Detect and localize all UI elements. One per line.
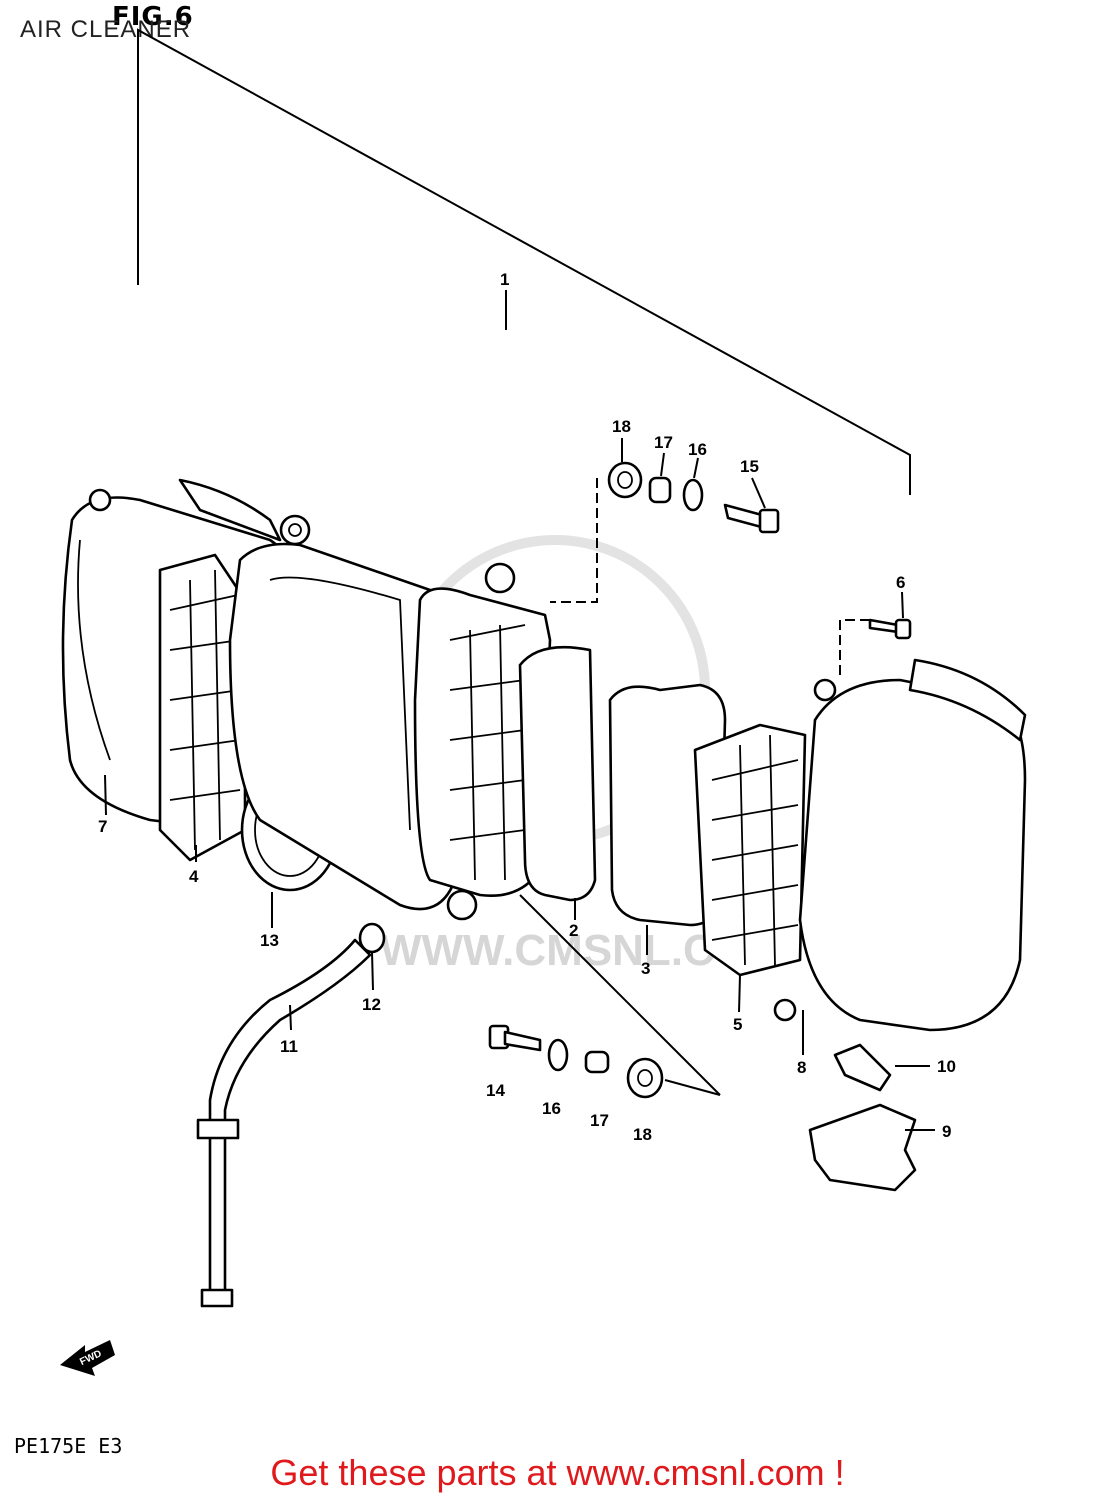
callout-5: 5	[733, 1015, 742, 1034]
callout-8: 8	[797, 1058, 806, 1077]
part-14-bolt[interactable]	[488, 1024, 542, 1052]
part-16-washer-bottom[interactable]	[547, 1038, 569, 1072]
callout-16-bottom: 16	[542, 1099, 561, 1118]
part-16-washer-top[interactable]	[682, 478, 704, 512]
callout-2: 2	[569, 921, 578, 940]
callout-4: 4	[189, 867, 199, 886]
part-11-drain-hose[interactable]	[196, 938, 372, 1308]
callout-17-top: 17	[654, 433, 673, 452]
part-8-outer-cover[interactable]	[773, 658, 1027, 1032]
air-cleaner-case[interactable]	[228, 514, 457, 911]
case-rear-half[interactable]	[413, 562, 552, 921]
part-5-element-cage[interactable]	[693, 723, 807, 977]
parts-link[interactable]: Get these parts at www.cmsnl.com !	[270, 1452, 845, 1493]
part-4-element-cage[interactable]	[158, 553, 247, 862]
part-10-bracket[interactable]	[833, 1043, 892, 1092]
figure-number: FIG.6	[112, 2, 194, 32]
callout-14: 14	[486, 1081, 505, 1100]
callout-18-top: 18	[612, 417, 631, 436]
part-18-grommet-bottom[interactable]	[626, 1057, 664, 1099]
callout-3: 3	[641, 959, 650, 978]
callout-9: 9	[942, 1122, 951, 1141]
callout-17-bottom: 17	[590, 1111, 609, 1130]
part-6-screw[interactable]	[868, 618, 912, 640]
leader-lines	[104, 438, 935, 1131]
callout-13: 13	[260, 931, 279, 950]
part-12-clamp[interactable]	[358, 922, 386, 954]
part-2-filter-element[interactable]	[518, 645, 597, 902]
callout-15: 15	[740, 457, 759, 476]
assembly-bracket	[137, 28, 911, 495]
fwd-arrow-icon: FWD	[60, 1340, 115, 1376]
callout-labels: 1 18 17 16 15 6 7 4 13 2 3 12 5 11 8 10 …	[98, 270, 956, 1144]
callout-1: 1	[500, 270, 509, 289]
callout-16-top: 16	[688, 440, 707, 459]
callout-11: 11	[280, 1037, 298, 1056]
model-code: PE175E E3	[14, 1434, 123, 1458]
part-15-bolt[interactable]	[723, 503, 780, 534]
part-18-grommet-top[interactable]	[607, 461, 643, 499]
callout-7: 7	[98, 817, 107, 836]
part-9-drain[interactable]	[808, 1103, 917, 1192]
callout-10: 10	[937, 1057, 956, 1076]
part-17-collar-top[interactable]	[648, 476, 672, 504]
section-title: AIR CLEANER	[20, 16, 192, 43]
callout-6: 6	[896, 573, 905, 592]
callout-12: 12	[362, 995, 381, 1014]
callout-18-bottom: 18	[633, 1125, 652, 1144]
part-17-collar-bottom[interactable]	[584, 1050, 610, 1074]
